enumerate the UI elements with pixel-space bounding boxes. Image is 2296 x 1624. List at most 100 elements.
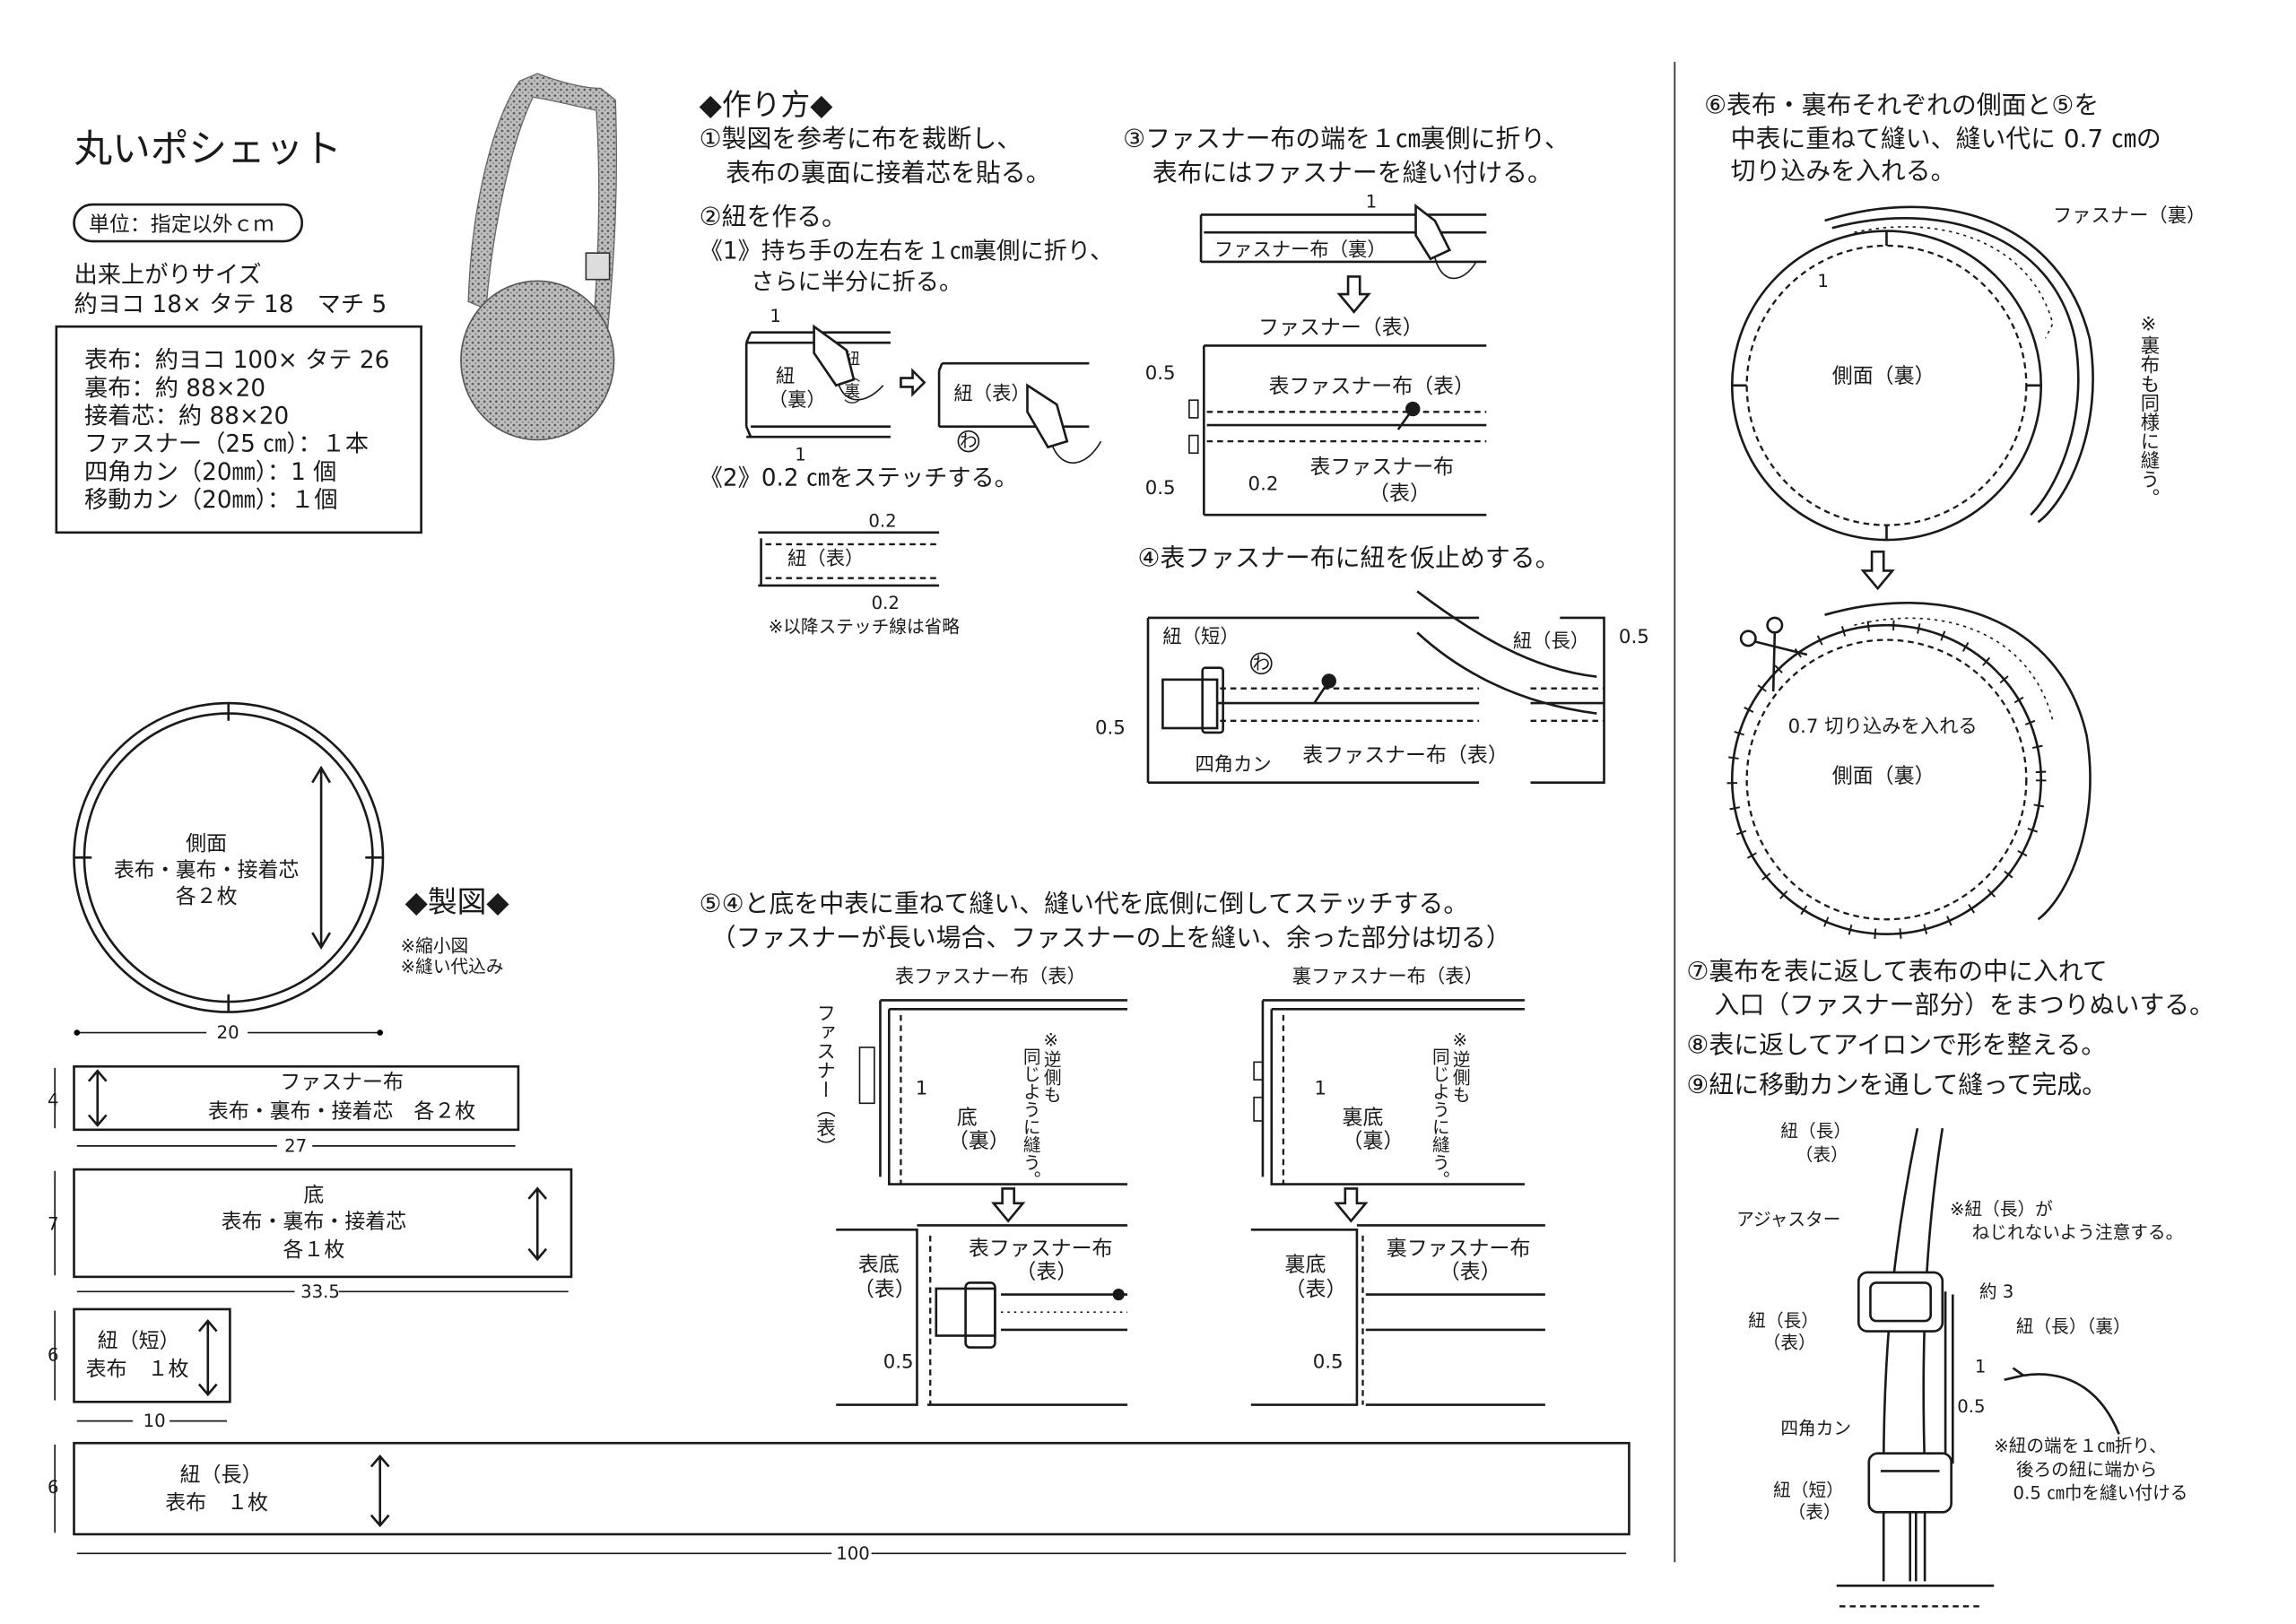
fabric-label: 裏ファスナー布（表） (1292, 966, 1483, 988)
material-item: 裏布：約 88×20 (84, 375, 265, 402)
fabric-label: 側面（裏） (1832, 365, 1935, 388)
material-item: 接着芯：約 88×20 (84, 403, 289, 430)
dim-label: 27 (284, 1135, 307, 1156)
scissors-icon (1739, 616, 1808, 692)
reverse-side-note: 同じように縫う。 (1020, 1047, 1040, 1188)
step4-diagram: 紐（短） 紐（長） 0.5 0.5 わ 四角カン 表ファスナー布（表） (1095, 590, 1649, 785)
reverse-side-note: ※逆側も (1449, 1029, 1470, 1103)
fabric-label: 裏底 (1343, 1106, 1384, 1129)
dim-label: 0.5 (1619, 626, 1649, 648)
dim-label: 7 (48, 1213, 59, 1234)
material-item: 四角カン（20㎜）：1 個 (84, 459, 336, 486)
iron-icon (813, 324, 856, 387)
arrow-down-icon (1336, 275, 1371, 314)
step6-line2: 中表に重ねて縫い、縫い代に 0.7 ㎝の (1731, 124, 2161, 153)
bag-illustration (460, 73, 618, 441)
arrow-down-icon (1860, 550, 1895, 591)
dim-label: 1 (770, 306, 781, 326)
pattern-side-circle: 側面 表布・裏布・接着芯 各２枚 20 (73, 701, 385, 1043)
dim-label: 1 (1366, 191, 1378, 212)
twist-note: ※紐（長）が (1950, 1199, 2053, 1220)
fabric-label: 表ファスナー布（表） (895, 966, 1086, 988)
sew-note: 後ろの紐に端から (2016, 1459, 2157, 1480)
arrow-right-icon (900, 368, 926, 397)
dim-label: 0.5 (1145, 477, 1176, 499)
step1-line1: ①製図を参考に布を裁断し、 (700, 124, 1022, 153)
fabric-label: 表ファスナー布 (969, 1237, 1113, 1260)
sew-note: 0.5 ㎝巾を縫い付ける (2013, 1483, 2188, 1504)
fabric-label: ファスナー（表） (1258, 316, 1423, 339)
step6-line3: 切り込みを入れる。 (1731, 156, 1956, 186)
materials-box: 表布：約ヨコ 100× タテ 26 裏布：約 88×20 接着芯：約 88×20… (55, 325, 422, 534)
fabric-label: 表ファスナー布（表） (1269, 375, 1475, 398)
piece-name: 側面 (186, 832, 227, 855)
dim-label: 0.5 (1957, 1396, 1985, 1417)
step7-line1: ⑦裏布を表に返して表布の中に入れて (1686, 957, 2107, 986)
step8: ⑧表に返してアイロンで形を整える。 (1686, 1030, 2106, 1060)
fabric-label: （表） (1369, 482, 1431, 506)
piece-name: 底 (303, 1184, 324, 1207)
step5-left-diagram: 表ファスナー布（表） ファスナー（表） 1 底 （裏） ※逆側も 同じように縫う… (813, 966, 1128, 1406)
step9-strap-diagram: 紐（長） （表） アジャスター ※紐（長）が ねじれないよう注意する。 約 3 … (1736, 1121, 2188, 1608)
step2-title: ②紐を作る。 (700, 202, 847, 231)
strap-label: 紐（長） (1513, 630, 1589, 653)
material-item: ファスナー（25 ㎝）：１本 (84, 431, 369, 458)
step2-sub2: 《2》0.2 ㎝をステッチする。 (700, 465, 1018, 491)
fabric-label: ファスナー（裏） (2053, 205, 2206, 228)
step6-circle-diagram: ファスナー（裏） 1 側面（裏） ※裏布も同様に縫う。 0.7 切り込みを入れる… (1726, 205, 2206, 940)
iron-icon (1414, 203, 1452, 261)
unit-badge: 単位：指定以外ｃｍ (89, 213, 274, 237)
unit-badge-frame (73, 203, 304, 243)
pattern-note: ※縮小図 (401, 935, 468, 956)
dim-label: 1 (795, 444, 806, 465)
dim-label: 10 (144, 1411, 166, 1431)
strap-label: 紐（短） (1162, 626, 1239, 648)
dim-label: 0.5 (883, 1351, 914, 1374)
fastener-vertical-label: ファスナー（表） (813, 1003, 836, 1157)
stitch-note: ※以降ステッチ線は省略 (769, 616, 961, 637)
finished-size-value: 約ヨコ 18× タテ 18 マチ 5 (74, 291, 387, 318)
step3-line2: 表布にはファスナーを縫い付ける。 (1152, 158, 1552, 187)
strap-label: 紐（表） (953, 383, 1030, 405)
fabric-label: （表） (1285, 1278, 1347, 1301)
notch-label: 0.7 切り込みを入れる (1788, 716, 1978, 738)
step5-right-diagram: 裏ファスナー布（表） 1 裏底 （裏） ※逆側も 同じように縫う。 裏底 （表）… (1250, 966, 1545, 1406)
step3-diagram: 1 ファスナー布（裏） ファスナー（表） 表ファスナー布（表） 表ファスナー布 … (1145, 191, 1487, 517)
piece-fabrics: 表布・裏布・接着芯 (222, 1211, 407, 1234)
dim-label: 0.2 (872, 593, 900, 613)
fold-mark: わ (1252, 653, 1270, 673)
step9-title: ⑨紐に移動カンを通して縫って完成。 (1686, 1070, 2107, 1099)
strap-label: 紐（短） (1773, 1480, 1844, 1500)
adjuster-label: アジャスター (1736, 1209, 1840, 1229)
fabric-label: 表ファスナー布（表） (1302, 744, 1509, 768)
arrow-down-icon (1334, 1187, 1369, 1223)
dim-label: 20 (217, 1022, 239, 1043)
fabric-label: （裏） (1343, 1130, 1405, 1153)
material-item: 表布：約ヨコ 100× タテ 26 (84, 347, 389, 374)
iron-icon (1026, 383, 1069, 449)
header: 丸いポシェット 単位：指定以外ｃｍ 出来上がりサイズ 約ヨコ 18× タテ 18… (73, 126, 387, 318)
fabric-label: 表ファスナー布 (1309, 456, 1454, 479)
ring-label: 四角カン (1195, 754, 1271, 777)
sew-note: ※紐の端を１㎝折り、 (1994, 1436, 2167, 1456)
piece-count: 各２枚 (176, 885, 238, 908)
ring-label: 四角カン (1780, 1418, 1851, 1438)
strap-label: 紐 (776, 366, 795, 388)
dim-label: 0.5 (1145, 362, 1176, 385)
pattern-strap-short: 6 紐（短） 表布 １枚 10 (48, 1307, 231, 1431)
dim-label: 0.2 (868, 510, 896, 531)
reverse-side-note: ※逆側も (1040, 1029, 1061, 1103)
pattern-heading: ◆製図◆ (405, 885, 510, 919)
strap-label: （表） (1796, 1144, 1848, 1165)
pattern-bottom: 7 底 表布・裏布・接着芯 各１枚 33.5 (48, 1168, 573, 1302)
piece-fabrics: 表布・裏布・接着芯 各２枚 (208, 1100, 475, 1124)
piece-name: 紐（短） (98, 1330, 180, 1353)
piece-count: 各１枚 (283, 1238, 344, 1262)
dim-label: 33.5 (300, 1281, 340, 1302)
pattern-strap-long: 6 紐（長） 表布 １枚 100 (48, 1441, 1631, 1564)
strap-label: 紐（表） (787, 548, 864, 570)
piece-name: 紐（長） (180, 1463, 263, 1487)
fabric-label: （表） (1015, 1261, 1077, 1284)
fabric-label: （裏） (948, 1130, 1010, 1153)
